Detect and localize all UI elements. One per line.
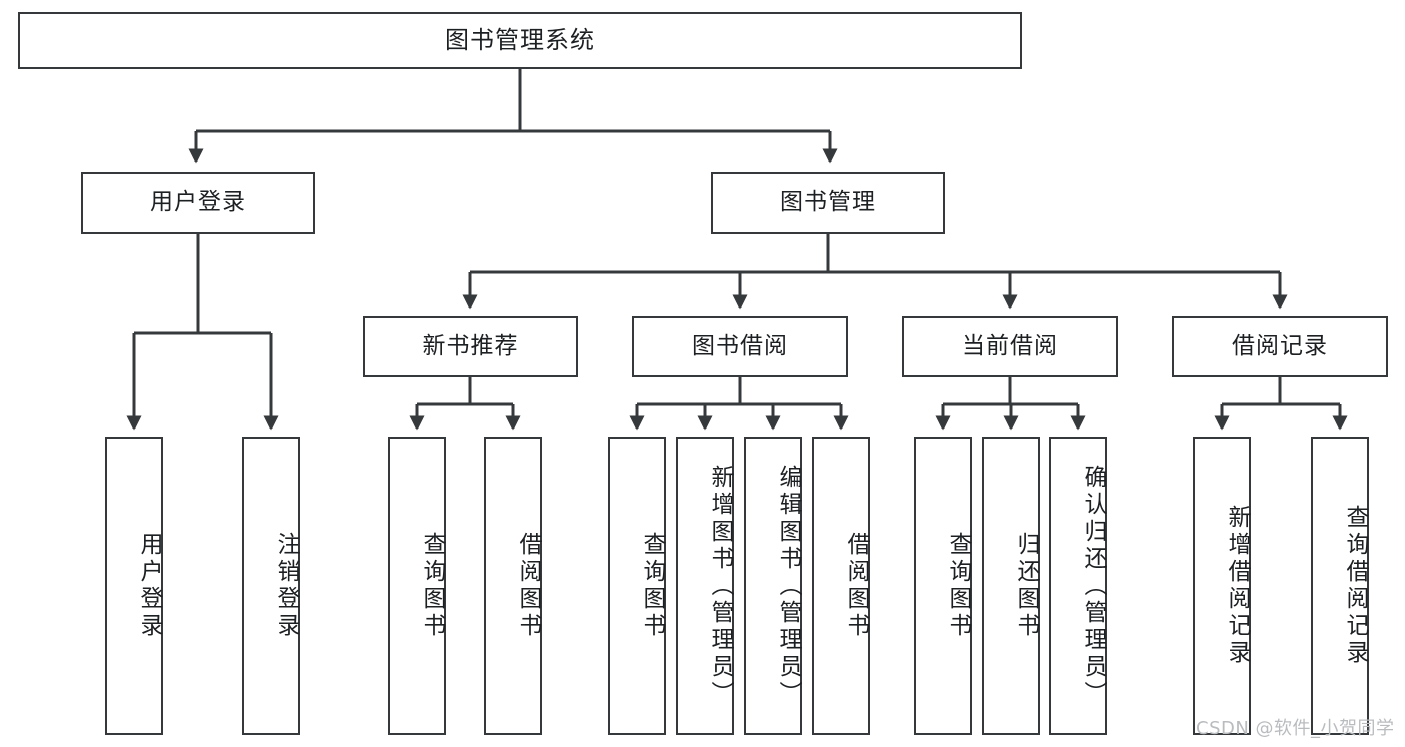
node-label: 借阅图书 [843,532,869,640]
node-current-borrow[interactable]: 当前借阅 [902,316,1118,377]
node-label: 当前借阅 [962,332,1058,359]
node-leaf-new-book-query[interactable]: 查询图书 [388,437,446,735]
node-leaf-book-borrow-add[interactable]: 新增图书（管理员） [676,437,734,735]
node-new-book-recommend[interactable]: 新书推荐 [363,316,578,377]
node-leaf-new-book-borrow[interactable]: 借阅图书 [484,437,542,735]
node-borrow-record[interactable]: 借阅记录 [1172,316,1388,377]
node-label: 确认归还（管理员） [1080,464,1106,708]
node-label: 借阅记录 [1232,332,1328,359]
node-label: 图书管理 [780,189,876,216]
node-leaf-book-borrow-query[interactable]: 查询图书 [608,437,666,735]
node-leaf-book-borrow-lend[interactable]: 借阅图书 [812,437,870,735]
node-leaf-borrow-record-add[interactable]: 新增借阅记录 [1193,437,1251,735]
node-label: 查询图书 [639,532,665,640]
node-leaf-user-login-login[interactable]: 用户登录 [105,437,163,735]
node-book-management[interactable]: 图书管理 [711,172,945,234]
node-leaf-current-borrow-return[interactable]: 归还图书 [982,437,1040,735]
node-label: 图书借阅 [692,332,788,359]
node-leaf-current-borrow-confirm[interactable]: 确认归还（管理员） [1049,437,1107,735]
node-label: 编辑图书（管理员） [775,464,801,708]
node-user-login[interactable]: 用户登录 [81,172,315,234]
node-label: 用户登录 [136,532,162,640]
node-label: 借阅图书 [515,532,541,640]
node-leaf-user-login-logout[interactable]: 注销登录 [242,437,300,735]
node-label: 归还图书 [1013,532,1039,640]
node-label: 新增借阅记录 [1224,505,1250,667]
node-label: 图书管理系统 [445,26,595,55]
node-book-borrow[interactable]: 图书借阅 [632,316,848,377]
node-leaf-current-borrow-query[interactable]: 查询图书 [914,437,972,735]
node-label: 查询借阅记录 [1342,505,1368,667]
node-label: 新增图书（管理员） [707,464,733,708]
node-label: 查询图书 [945,532,971,640]
node-label: 用户登录 [150,189,246,216]
node-root-system[interactable]: 图书管理系统 [18,12,1022,69]
csdn-watermark: CSDN @软件_小贺同学 [1196,718,1395,739]
node-label: 新书推荐 [422,332,519,359]
node-label: 查询图书 [419,532,445,640]
node-leaf-borrow-record-query[interactable]: 查询借阅记录 [1311,437,1369,735]
node-label: 注销登录 [273,532,299,640]
node-leaf-book-borrow-edit[interactable]: 编辑图书（管理员） [744,437,802,735]
